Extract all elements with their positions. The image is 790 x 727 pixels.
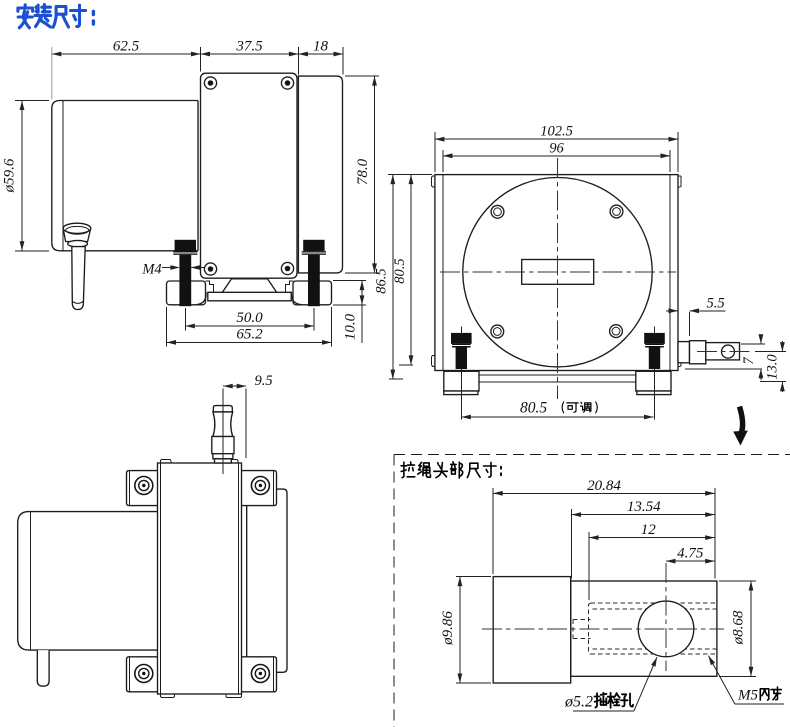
svg-text:ø59.6: ø59.6 <box>2 158 18 193</box>
svg-text:5.5: 5.5 <box>706 295 724 311</box>
svg-text:7: 7 <box>741 357 757 365</box>
svg-text:20.84: 20.84 <box>587 478 621 494</box>
svg-text:ø8.68: ø8.68 <box>731 610 747 645</box>
svg-text:18: 18 <box>313 39 329 55</box>
svg-text:80.5: 80.5 <box>392 258 408 283</box>
svg-text:4.75: 4.75 <box>677 546 704 562</box>
svg-text:M5: M5 <box>737 688 758 704</box>
svg-text:80.5: 80.5 <box>520 400 547 417</box>
svg-text:ø5.2: ø5.2 <box>564 694 593 711</box>
svg-text:102.5: 102.5 <box>540 124 573 140</box>
svg-text:10.0: 10.0 <box>343 313 359 340</box>
svg-text:65.2: 65.2 <box>236 326 263 342</box>
svg-text:50.0: 50.0 <box>236 310 263 326</box>
svg-text:37.5: 37.5 <box>235 39 263 55</box>
svg-text:9.5: 9.5 <box>254 373 272 389</box>
svg-text:78.0: 78.0 <box>355 158 371 185</box>
svg-text:86.5: 86.5 <box>374 268 390 293</box>
svg-text:12: 12 <box>641 522 657 538</box>
svg-text:62.5: 62.5 <box>113 39 140 55</box>
svg-text:ø9.86: ø9.86 <box>440 611 456 646</box>
svg-text:13.54: 13.54 <box>627 499 661 515</box>
svg-text:13.0: 13.0 <box>765 354 781 380</box>
svg-text:M4: M4 <box>141 262 161 278</box>
svg-text:96: 96 <box>549 140 564 156</box>
